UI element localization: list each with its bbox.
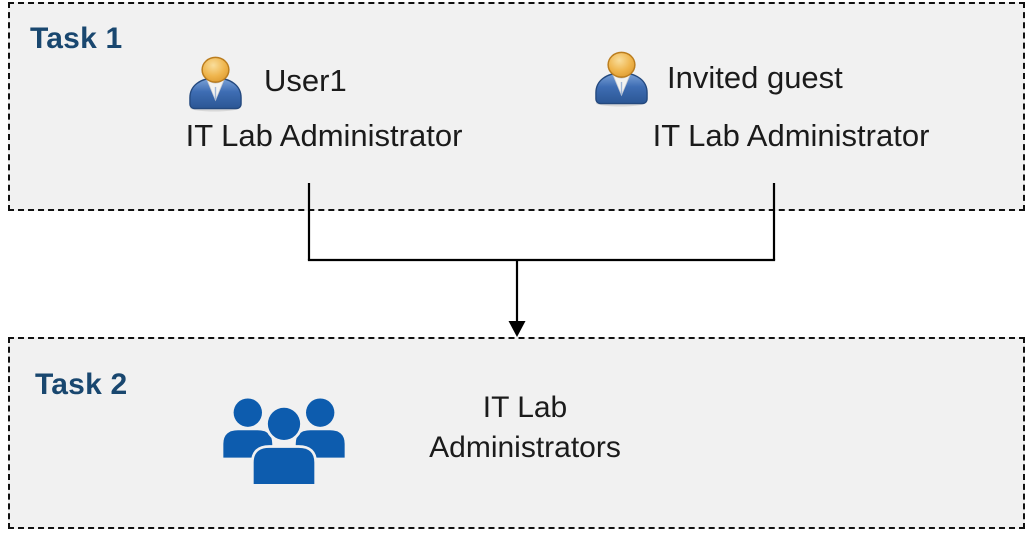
task2-box — [8, 337, 1025, 529]
task1-box — [8, 2, 1025, 211]
arrowhead-down-icon — [508, 321, 526, 337]
person-icon — [595, 51, 648, 107]
guest-name: Invited guest — [667, 60, 843, 95]
user1-name: User1 — [264, 63, 347, 98]
person-icon — [189, 56, 242, 112]
task2-label: Task 2 — [35, 368, 128, 401]
user1-role: IT Lab Administrator — [185, 118, 463, 153]
task1-label: Task 1 — [30, 22, 123, 55]
group-name-line2: Administrators — [429, 431, 621, 464]
group-name-line1: IT Lab — [482, 391, 568, 424]
group-name: IT Lab Administrators — [400, 388, 650, 468]
people-group-icon — [223, 398, 345, 486]
guest-role: IT Lab Administrator — [652, 118, 930, 153]
